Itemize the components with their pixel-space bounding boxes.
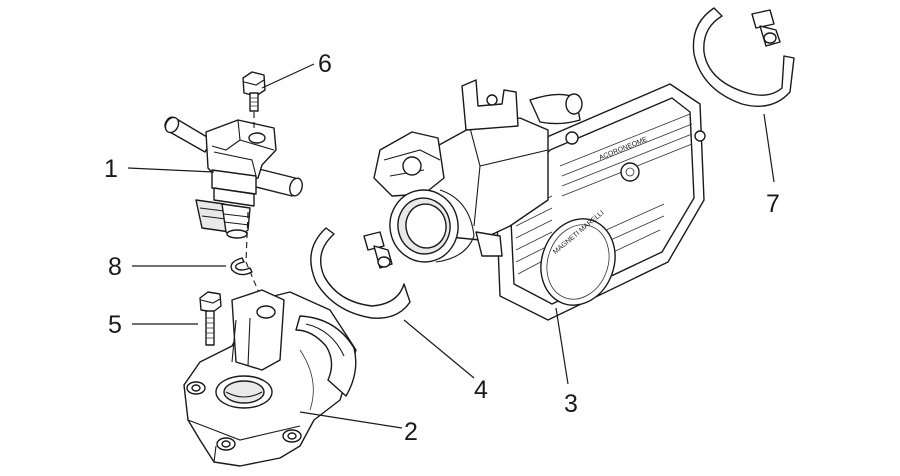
leader-1 [127, 167, 215, 173]
part-3-throttle-body: ACORONEOME MAGNETI MARELLI [373, 79, 706, 321]
callout-3: 3 [564, 390, 578, 418]
part-2-intake-manifold [183, 289, 357, 467]
part-8-circlip [230, 257, 253, 276]
part-5-bolt [199, 291, 222, 346]
leader-4 [403, 319, 475, 379]
callout-2: 2 [404, 418, 418, 446]
callout-numbers: 1 2 3 4 5 6 7 8 [104, 50, 780, 446]
callout-6: 6 [318, 50, 332, 78]
part-6-bolt [242, 71, 266, 112]
callout-5: 5 [108, 311, 122, 339]
leader-2 [299, 411, 403, 429]
leader-6 [261, 63, 315, 89]
leader-lines [127, 63, 775, 429]
part-4-hose-clamp [310, 227, 411, 319]
part-1-injector [164, 116, 303, 239]
leader-3 [555, 307, 569, 385]
callout-7: 7 [766, 190, 780, 218]
leader-7 [763, 113, 775, 183]
callout-8: 8 [108, 253, 122, 281]
part-7-hose-clamp [692, 7, 795, 107]
callout-4: 4 [474, 376, 488, 404]
callout-1: 1 [104, 155, 118, 183]
